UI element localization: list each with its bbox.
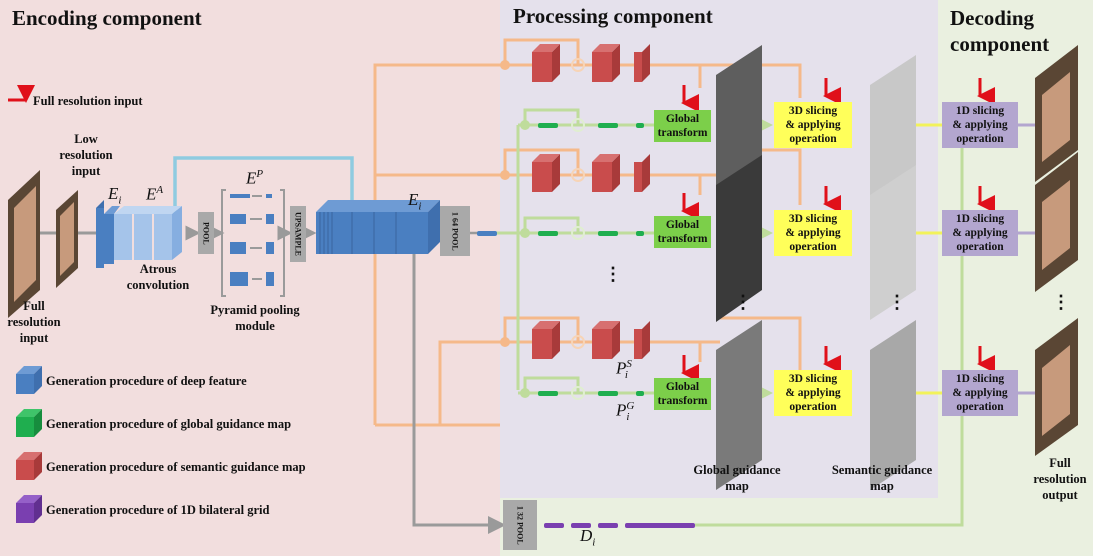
symbol-EiA: EA [146, 184, 164, 204]
legend-cube-grid [16, 495, 42, 523]
encoding-region [0, 0, 500, 556]
semantic-blocks-row-1 [532, 44, 650, 82]
symbol-EiP: EP [246, 168, 264, 188]
processing-title: Processing component [513, 4, 713, 28]
grid-trunk-line [695, 145, 964, 527]
ellipsis-semantic-map: ⋮ [888, 292, 906, 312]
symbol-Ei-stack: Ei [408, 190, 422, 213]
symbol-Di: Di [580, 526, 596, 549]
encoding-title: Encoding component [12, 6, 202, 30]
symbol-PiG: PGi [616, 400, 635, 424]
symbol-Ei-encoder: Ei [108, 184, 122, 207]
legend-item-semantic: Generation procedure of semantic guidanc… [46, 460, 306, 474]
legend-item-global: Generation procedure of global guidance … [46, 417, 292, 431]
semantic-blocks-row-3 [532, 321, 650, 359]
pool32-input-line [412, 252, 506, 534]
global-dashes-row-1 [538, 118, 644, 132]
symbol-PiS: PSi [616, 358, 632, 382]
decoding-title-line2: component [950, 32, 1050, 56]
legend-item-deep: Generation procedure of deep feature [46, 374, 247, 388]
upsample-block: UPSAMPLE [290, 206, 306, 262]
grid-dashes [544, 523, 695, 528]
pool-1-64-block: 1 64 POOL [440, 206, 470, 256]
pyramid-pooling-bracket [221, 189, 285, 297]
full-resolution-input-image [8, 170, 40, 318]
pool-block: POOL [198, 212, 214, 254]
low-resolution-input-image [56, 190, 78, 288]
legend-cube-deep [16, 366, 42, 394]
ellipsis-rows: ⋮ [604, 264, 622, 284]
decoding-title-line1: Decoding [950, 6, 1034, 30]
legend-cube-global [16, 409, 42, 437]
full-resolution-input-arrows [8, 78, 995, 382]
skip-connection-line [173, 156, 354, 215]
pool-1-32-block: 1 32 POOL [503, 500, 537, 550]
concatenated-feature-stack [316, 200, 440, 254]
semantic-guidance-map-images [870, 55, 916, 490]
global-guidance-map-images [716, 45, 762, 490]
ellipsis-output: ⋮ [1052, 292, 1070, 312]
legend-cube-semantic [16, 452, 42, 480]
legend-cubes [16, 366, 42, 523]
encoder-blocks [96, 200, 182, 268]
global-trunk-line [480, 125, 520, 390]
global-dashes-row-2 [538, 226, 644, 240]
semantic-blocks-row-2 [532, 154, 650, 192]
output-images [1035, 45, 1078, 456]
legend-item-grid: Generation procedure of 1D bilateral gri… [46, 503, 270, 517]
ellipsis-global-map: ⋮ [734, 292, 752, 312]
deep-feature-vector [477, 231, 497, 236]
full-res-arrow-legend: Full resolution input [33, 94, 143, 108]
global-dashes-row-3 [538, 386, 644, 400]
